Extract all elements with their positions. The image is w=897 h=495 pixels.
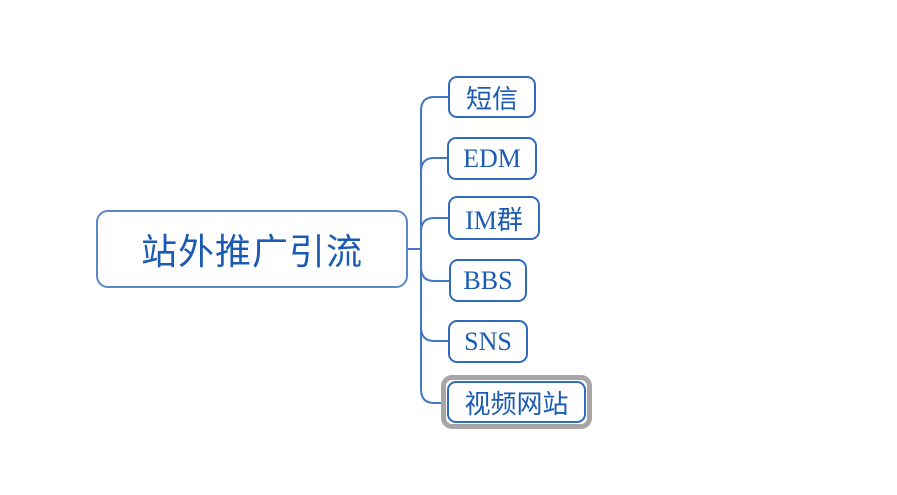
connector-line bbox=[420, 326, 449, 342]
connector-line bbox=[420, 96, 449, 112]
node-im-group[interactable]: IM群 bbox=[448, 196, 540, 240]
connector-line bbox=[420, 388, 443, 404]
node-bbs[interactable]: BBS bbox=[449, 259, 527, 302]
node-root-offsite-promotion[interactable]: 站外推广引流 bbox=[96, 210, 408, 288]
connector-line bbox=[420, 217, 449, 233]
node-video-sites[interactable]: 视频网站 bbox=[447, 381, 586, 423]
connector-line bbox=[420, 266, 450, 282]
connector-line bbox=[420, 157, 448, 173]
node-sns[interactable]: SNS bbox=[448, 320, 528, 363]
selection-ring: 视频网站 bbox=[441, 375, 592, 429]
node-sms[interactable]: 短信 bbox=[448, 76, 536, 118]
node-edm[interactable]: EDM bbox=[447, 137, 537, 180]
